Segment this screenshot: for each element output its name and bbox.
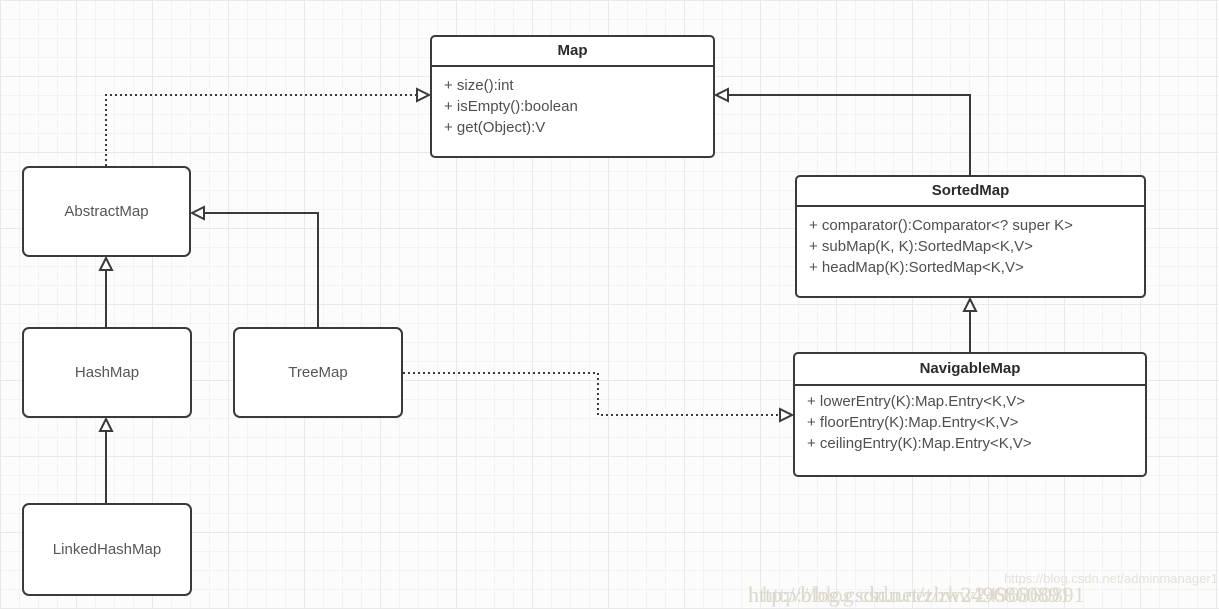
class-title: AbstractMap bbox=[64, 203, 149, 220]
method-line: + isEmpty():boolean bbox=[444, 98, 578, 115]
watermark-url: http://blog.csdn.net/zhw2496860891 bbox=[748, 582, 1071, 607]
method-line: + ceilingEntry(K):Map.Entry<K,V> bbox=[807, 435, 1032, 452]
method-line: + get(Object):V bbox=[444, 119, 546, 136]
class-node-navigablemap[interactable]: NavigableMap + lowerEntry(K):Map.Entry<K… bbox=[793, 352, 1147, 477]
class-title: SortedMap bbox=[797, 177, 1144, 207]
edge-treemap-implements-navigablemap bbox=[403, 372, 795, 423]
class-title: HashMap bbox=[74, 364, 140, 381]
class-title: Map bbox=[432, 37, 713, 67]
edge-linkedhashmap-extends-hashmap bbox=[98, 416, 114, 503]
edge-hashmap-extends-abstractmap bbox=[98, 255, 114, 327]
watermark-url: http://blog.csdn.net/zhw2496860891 bbox=[762, 582, 1085, 607]
class-node-linkedhashmap[interactable]: LinkedHashMap bbox=[22, 503, 192, 596]
class-node-abstractmap[interactable]: AbstractMap bbox=[22, 166, 191, 257]
edge-abstractmap-implements-map bbox=[105, 87, 432, 166]
method-line: + lowerEntry(K):Map.Entry<K,V> bbox=[807, 393, 1025, 410]
class-title: NavigableMap bbox=[795, 354, 1145, 386]
class-title: LinkedHashMap bbox=[52, 541, 162, 558]
class-node-hashmap[interactable]: HashMap bbox=[22, 327, 192, 418]
class-node-treemap[interactable]: TreeMap bbox=[233, 327, 403, 418]
class-methods: + lowerEntry(K):Map.Entry<K,V> + floorEn… bbox=[795, 386, 1145, 454]
class-node-sortedmap[interactable]: SortedMap + comparator():Comparator<? su… bbox=[795, 175, 1146, 298]
class-node-map[interactable]: Map + size():int + isEmpty():boolean + g… bbox=[430, 35, 715, 158]
method-line: + size():int bbox=[444, 77, 514, 94]
watermark-url: https://blog.csdn.net/adminmanager1 bbox=[1004, 571, 1218, 586]
edge-sortedmap-extends-map bbox=[713, 87, 971, 175]
class-methods: + size():int + isEmpty():boolean + get(O… bbox=[432, 67, 713, 138]
class-methods: + comparator():Comparator<? super K> + s… bbox=[797, 207, 1144, 278]
class-title: TreeMap bbox=[288, 364, 348, 381]
edge-treemap-extends-abstractmap bbox=[189, 205, 319, 327]
method-line: + headMap(K):SortedMap<K,V> bbox=[809, 259, 1024, 276]
edge-navigablemap-extends-sortedmap bbox=[962, 296, 978, 352]
method-line: + subMap(K, K):SortedMap<K,V> bbox=[809, 238, 1033, 255]
method-line: + comparator():Comparator<? super K> bbox=[809, 217, 1073, 234]
method-line: + floorEntry(K):Map.Entry<K,V> bbox=[807, 414, 1019, 431]
